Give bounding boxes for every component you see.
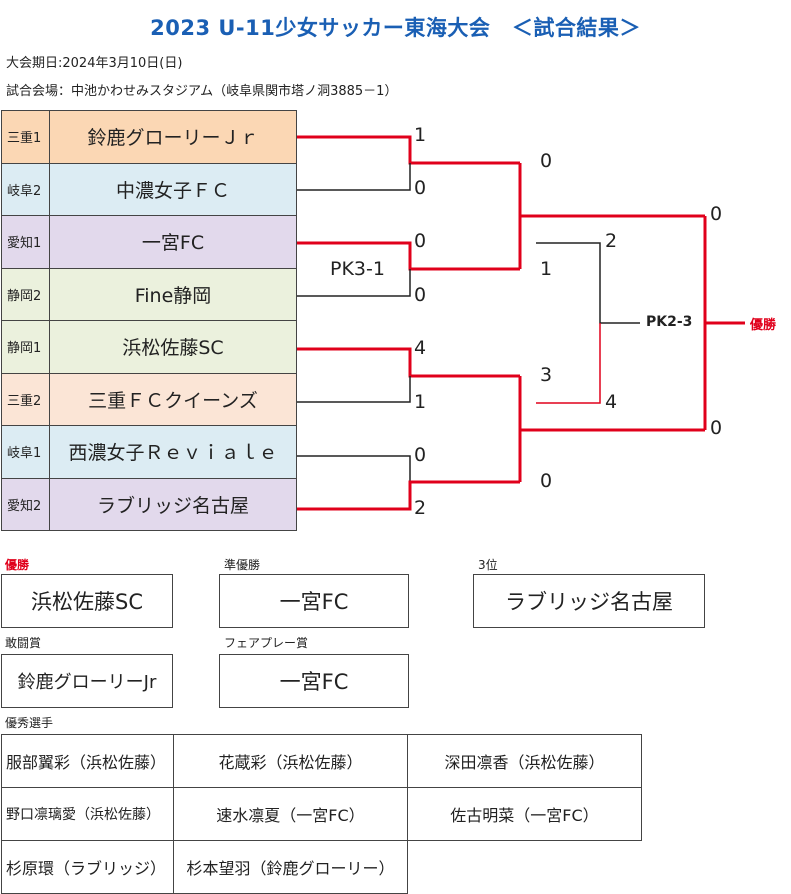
bracket-line: [297, 455, 411, 482]
score: 1: [540, 258, 553, 280]
third-label: 3位: [478, 558, 498, 572]
score: 0: [540, 150, 553, 172]
team-prefecture: 静岡1: [2, 321, 50, 373]
score: 0: [710, 203, 723, 225]
team-name: 三重ＦＣクイーンズ: [88, 389, 258, 412]
player-cell: 深田凛香（浜松佐藤）: [407, 734, 642, 788]
score: 1: [414, 391, 427, 413]
team-name: 鈴鹿グローリーＪｒ: [87, 127, 259, 150]
team-name: Fine静岡: [134, 284, 212, 307]
team-row: 静岡1 浜松佐藤SC: [1, 321, 297, 374]
score: 2: [414, 497, 427, 519]
bracket-line-winner: [297, 480, 520, 511]
table-row: 野口凛璃愛（浜松佐藤） 速水凛夏（一宮FC） 佐古明菜（一宮FC）: [1, 787, 642, 841]
score: 4: [414, 337, 427, 359]
team-name: 一宮FC: [141, 232, 205, 255]
player-cell: 野口凛璃愛（浜松佐藤）: [1, 787, 174, 841]
champion-label: 優勝: [5, 558, 30, 572]
fairplay-label: フェアプレー賞: [224, 636, 309, 650]
score: 0: [414, 177, 427, 199]
bracket-line-winner: [297, 241, 520, 271]
team-prefecture: 静岡2: [2, 268, 50, 320]
champion-box: 浜松佐藤SC: [1, 574, 173, 628]
bracket-line: [297, 376, 411, 403]
table-row: 服部翼彩（浜松佐藤） 花蔵彩（浜松佐藤） 深田凛香（浜松佐藤）: [1, 734, 642, 788]
score: 2: [605, 230, 618, 252]
team-prefecture: 愛知2: [2, 478, 50, 530]
team-row: 岐阜1 西濃女子Ｒｅｖｉａｌｅ: [1, 426, 297, 479]
bracket-line: [297, 269, 411, 297]
team-name: 中濃女子ＦＣ: [115, 179, 230, 202]
team-name: 西濃女子Ｒｅｖｉａｌｅ: [68, 442, 278, 465]
event-venue: 試合会場：中池かわせみスタジアム（岐阜県関市塔ノ洞3885－1）: [6, 84, 398, 99]
runnerup-label: 準優勝: [224, 558, 261, 572]
event-date: 大会期日:2024年3月10日(日): [6, 56, 183, 71]
bracket-line-winner: [297, 347, 520, 378]
score: 3: [540, 364, 553, 386]
team-name: ラブリッジ名古屋: [96, 494, 249, 517]
bracket-line: [536, 242, 640, 324]
team-prefecture: 岐阜2: [2, 163, 50, 215]
player-cell: 花蔵彩（浜松佐藤）: [173, 734, 408, 788]
player-cell: 杉原環（ラブリッジ）: [1, 840, 174, 894]
team-row: 三重2 三重ＦＣクイーンズ: [1, 373, 297, 426]
team-prefecture: 三重1: [2, 111, 50, 163]
team-prefecture: 愛知1: [2, 216, 50, 268]
page-title: 2023 U-11少女サッカー東海大会 ＜試合結果＞: [150, 16, 641, 40]
third-box: ラブリッジ名古屋: [473, 574, 705, 628]
bracket-line: [297, 163, 411, 191]
outstanding-players-table: 服部翼彩（浜松佐藤） 花蔵彩（浜松佐藤） 深田凛香（浜松佐藤） 野口凛璃愛（浜松…: [1, 734, 642, 894]
team-row: 三重1 鈴鹿グローリーＪｒ: [1, 111, 297, 164]
score: 4: [605, 391, 618, 413]
player-cell: 服部翼彩（浜松佐藤）: [1, 734, 174, 788]
table-row: 杉原環（ラブリッジ） 杉本望羽（鈴鹿グローリー）: [1, 840, 642, 894]
bracket-line-winner: [536, 323, 601, 404]
final-pk-score: PK2-3: [646, 314, 693, 330]
score: 0: [540, 470, 553, 492]
player-cell: 速水凛夏（一宮FC）: [173, 787, 408, 841]
score: 0: [414, 444, 427, 466]
team-prefecture: 三重2: [2, 373, 50, 425]
score: 0: [414, 284, 427, 306]
player-cell: 佐古明菜（一宮FC）: [407, 787, 642, 841]
team-row: 愛知2 ラブリッジ名古屋: [1, 478, 297, 531]
champion-marker: 優勝: [750, 318, 777, 333]
team-row: 岐阜2 中濃女子ＦＣ: [1, 163, 297, 216]
fairplay-box: 一宮FC: [219, 654, 409, 708]
team-row: 愛知1 一宮FC: [1, 216, 297, 269]
player-cell: 杉本望羽（鈴鹿グローリー）: [173, 840, 408, 894]
runnerup-box: 一宮FC: [219, 574, 409, 628]
bracket-line-winner: [297, 135, 520, 165]
fighting-box: 鈴鹿グローリーJr: [1, 654, 173, 708]
pk-score: PK3-1: [330, 258, 385, 280]
team-name: 浜松佐藤SC: [122, 337, 224, 360]
team-table: 三重1 鈴鹿グローリーＪｒ 岐阜2 中濃女子ＦＣ 愛知1 一宮FC 静岡2 Fi…: [1, 110, 297, 531]
fighting-label: 敢闘賞: [5, 636, 42, 650]
score: 0: [414, 230, 427, 252]
players-label: 優秀選手: [5, 716, 54, 730]
score: 1: [414, 124, 427, 146]
score: 0: [710, 417, 723, 439]
team-row: 静岡2 Fine静岡: [1, 268, 297, 321]
tournament-bracket: [297, 135, 745, 511]
team-prefecture: 岐阜1: [2, 426, 50, 478]
